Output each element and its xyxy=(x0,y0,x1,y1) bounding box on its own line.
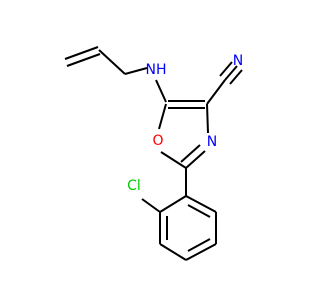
bond-allyl-single xyxy=(98,49,126,75)
atom-o: O xyxy=(152,133,163,149)
bond-o-c2 xyxy=(160,151,187,169)
bond-nitrile-triple-a xyxy=(224,65,238,81)
bond-c4-cn xyxy=(206,79,226,105)
bond-c2-n-double-b xyxy=(180,144,201,163)
bond-ar-1 xyxy=(185,195,217,213)
bond-c2-n-double-a xyxy=(185,150,206,169)
bond-nitrile-triple-c xyxy=(229,69,243,85)
atom-nh: NH xyxy=(146,62,167,78)
molecule-diagram: NH O N N Cl xyxy=(64,46,243,261)
atom-n-nitrile: N xyxy=(233,53,243,69)
bond-c5-o xyxy=(158,103,167,130)
bonds xyxy=(64,46,243,261)
atom-n-ring: N xyxy=(207,134,217,150)
bond-n-c4 xyxy=(206,103,209,134)
bond-ar-3 xyxy=(185,243,217,261)
bond-ch2-nh xyxy=(124,67,148,75)
atom-cl: Cl xyxy=(127,178,141,194)
bond-ar-1-inner xyxy=(187,204,211,218)
bond-ar-4 xyxy=(159,243,187,261)
bond-ar-3-inner xyxy=(187,238,211,252)
bond-allyl-double-b xyxy=(66,53,101,67)
bond-nh-c5 xyxy=(155,79,167,103)
bond-ar-6 xyxy=(159,195,187,213)
bond-allyl-double-a xyxy=(64,46,99,60)
atom-labels: NH O N N Cl xyxy=(127,53,243,194)
bond-c-cl xyxy=(141,198,161,213)
bond-nitrile-triple-b xyxy=(219,61,233,77)
